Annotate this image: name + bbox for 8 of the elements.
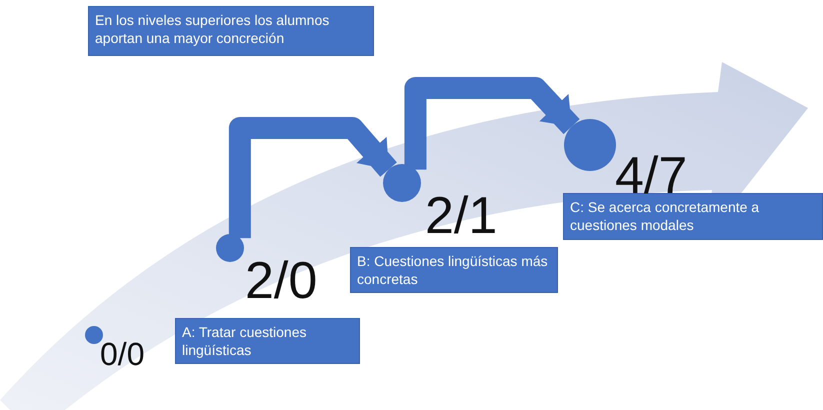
bent-arrow: [228, 117, 397, 238]
score-label: 2/0: [245, 255, 318, 307]
text-box: A: Tratar cuestiones lingüísticas: [175, 318, 360, 364]
text-box: B: Cuestiones lingüísticas más concretas: [350, 247, 558, 293]
score-label: 2/1: [425, 190, 498, 242]
score-label: 0/0: [100, 338, 144, 370]
text-box: En los niveles superiores los alumnos aportan una mayor concreción: [88, 6, 374, 56]
text-box: C: Se acerca concretamente a cuestiones modales: [563, 193, 823, 240]
